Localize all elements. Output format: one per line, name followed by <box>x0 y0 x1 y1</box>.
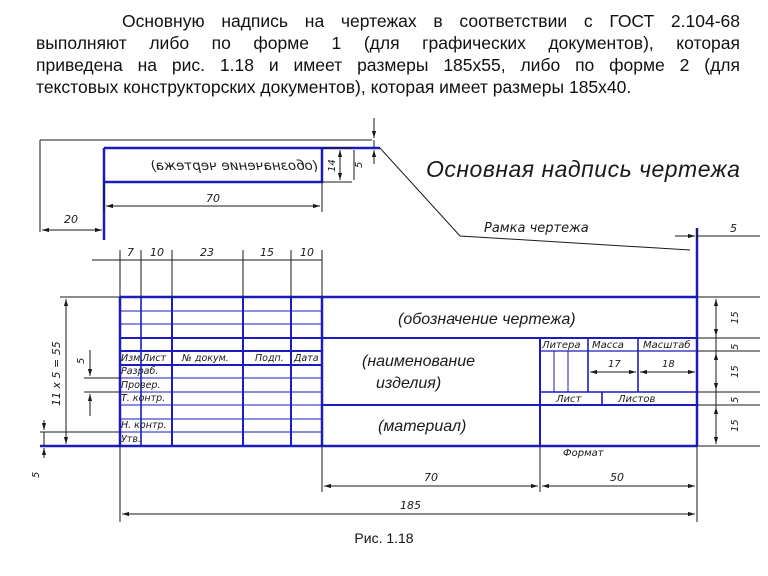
intro-paragraph: Основную надпись на чертежах в соответст… <box>36 10 740 98</box>
product-name-line1: (наименование <box>362 353 475 370</box>
col-izm: Изм. <box>121 353 143 364</box>
dim-r15a: 15 <box>730 311 741 324</box>
col-list: Лист <box>141 353 167 364</box>
row-nkontr: Н. контр. <box>121 420 167 431</box>
dim-5-frame: 5 <box>730 222 737 235</box>
dim-17: 17 <box>608 359 621 370</box>
intro-line-3: приведена на рис. 1.18 и имеет размеры 1… <box>36 55 740 75</box>
col-sheet: Лист <box>555 394 583 405</box>
designation-text: (обозначение чертежа) <box>398 311 576 328</box>
col-date: Дата <box>293 353 319 364</box>
dim-r5b: 5 <box>730 397 741 403</box>
right-dimensions: 15 5 15 5 15 <box>697 296 760 447</box>
col-sheets: Листов <box>617 394 655 405</box>
mirrored-designation-text: (обозначение чертежа) <box>150 158 318 174</box>
dim-7: 7 <box>127 246 134 259</box>
dim-23: 23 <box>200 246 214 259</box>
bottom-dimensions: 70 50 185 <box>119 446 698 522</box>
dim-5-top: 5 <box>354 162 365 168</box>
row-razrab: Разраб. <box>121 366 158 377</box>
title-block: Изм. Лист № докум. Подп. Дата Разраб. Пр… <box>40 228 699 459</box>
row-utv: Утв. <box>121 434 141 445</box>
designation-detail: (обозначение чертежа) 70 20 14 5 <box>39 118 691 251</box>
col-mass: Масса <box>592 340 624 351</box>
dim-r15c: 15 <box>730 419 741 432</box>
col-sign: Подп. <box>255 353 284 364</box>
format-label: Формат <box>563 448 605 459</box>
figure-caption: Рис. 1.18 <box>354 530 414 546</box>
dim-70-bottom: 70 <box>424 471 438 484</box>
dim-r5: 5 <box>730 344 741 350</box>
dim-185: 185 <box>400 499 421 512</box>
dim-10a: 10 <box>150 246 164 259</box>
dim-15: 15 <box>260 246 274 259</box>
intro-line-4: текстовых конструкторских документов), к… <box>36 77 632 97</box>
row-prover: Провер. <box>121 380 160 391</box>
dim-50: 50 <box>610 471 624 484</box>
main-inscription-label: Основная надпись чертежа <box>426 156 740 182</box>
col-doc-no: № докум. <box>181 353 229 364</box>
dim-r15b: 15 <box>730 365 741 378</box>
product-name-line2: изделия) <box>376 375 441 392</box>
intro-line-2: выполняют либо по форме 1 (для графическ… <box>36 33 740 53</box>
left-dimensions: 11 x 5 = 55 5 5 <box>31 296 120 478</box>
col-scale: Масштаб <box>643 339 691 351</box>
dim-14: 14 <box>327 159 338 172</box>
intro-line-1: Основную надпись на чертежах в соответст… <box>122 11 740 31</box>
col-litera: Литера <box>541 340 580 351</box>
frame-label: Рамка чертежа <box>484 221 589 236</box>
dim-11x5: 11 x 5 = 55 <box>50 341 63 406</box>
dim-20: 20 <box>64 213 78 226</box>
row-tkontr: Т. контр. <box>121 393 165 404</box>
dim-5-bottom-left: 5 <box>31 472 42 478</box>
material-text: (материал) <box>378 418 466 435</box>
column-dimensions: 7 10 23 15 10 5 <box>92 222 760 297</box>
dim-70-top: 70 <box>206 192 220 205</box>
dim-10b: 10 <box>300 246 314 259</box>
dim-18: 18 <box>662 359 675 370</box>
dim-5-left: 5 <box>76 358 87 364</box>
